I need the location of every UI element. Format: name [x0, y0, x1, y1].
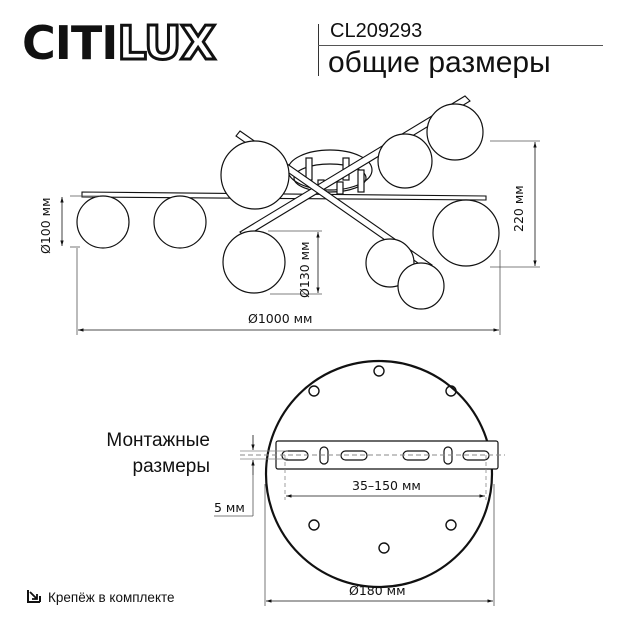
page-title: общие размеры [328, 46, 551, 79]
brand-logo: CITILUX [22, 16, 217, 70]
dim-canopy-diameter: Ø180 мм [349, 583, 406, 598]
header-divider-vertical [318, 24, 319, 76]
mounting-kit-text: Крепёж в комплекте [48, 590, 175, 605]
dim-height: 220 мм [511, 185, 526, 232]
mounting-label-line2: размеры [132, 456, 210, 477]
dim-total-width: Ø1000 мм [248, 311, 313, 326]
dim-shade-small: Ø100 мм [38, 197, 53, 254]
mounting-kit-note: Крепёж в комплекте [26, 588, 175, 607]
dimension-lines-mounting [214, 435, 495, 606]
mounting-dimensions-label: Монтажные размеры [60, 428, 210, 480]
arrow-down-right-box-icon [26, 588, 42, 607]
header-divider-horizontal [318, 45, 603, 46]
glass-shades [76, 103, 500, 310]
chandelier-canopy [287, 149, 373, 195]
dim-mount-offset: 5 мм [214, 500, 245, 515]
dimension-lines-overview [60, 140, 540, 335]
mounting-plate [240, 359, 505, 589]
brand-logo-outline: LUX [116, 16, 217, 70]
brand-logo-solid: CITI [22, 16, 118, 70]
dim-mount-spacing: 35–150 мм [352, 478, 421, 493]
model-number: CL209293 [330, 20, 423, 42]
mounting-label-line1: Монтажные [106, 430, 210, 451]
dim-shade-large: Ø130 мм [297, 241, 312, 298]
